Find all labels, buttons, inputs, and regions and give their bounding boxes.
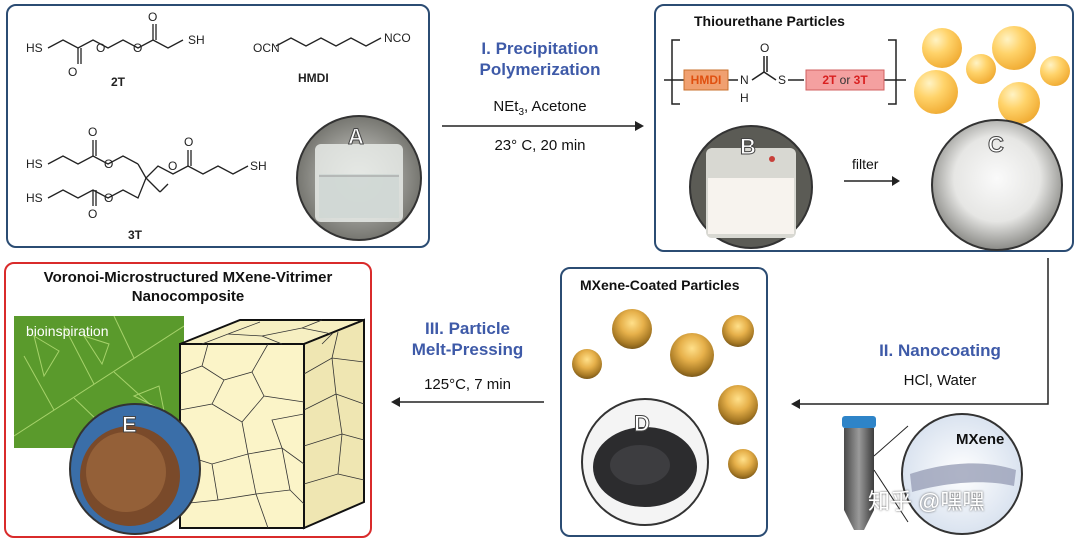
svg-text:O: O — [760, 41, 769, 55]
particle-sphere — [914, 70, 958, 114]
svg-text:OCN: OCN — [253, 41, 280, 55]
step3-title-line1: III. Particle — [424, 319, 511, 338]
svg-text:HS: HS — [26, 157, 43, 171]
step1-title-line2: Polymerization — [479, 60, 601, 79]
composite-panel: Voronoi-Microstructured MXene-Vitrimer N… — [4, 262, 372, 538]
svg-text:O: O — [88, 207, 97, 221]
thiourethane-title: Thiourethane Particles — [694, 13, 845, 29]
photo-b-label: B — [740, 134, 756, 159]
step1-title: I. Precipitation Polymerization — [440, 38, 640, 80]
svg-text:HS: HS — [26, 41, 43, 55]
svg-text:O: O — [184, 135, 193, 149]
hmdi-box-label: HMDI — [691, 73, 722, 87]
particle-sphere — [998, 82, 1040, 124]
step1-reagent-main: NEt — [493, 98, 519, 115]
mxene-coated-title: MXene-Coated Particles — [580, 277, 740, 293]
coated-particle-sphere — [722, 315, 754, 347]
step1-arrow — [442, 121, 644, 131]
step3-title: III. Particle Melt-Pressing — [395, 318, 540, 360]
svg-text:O: O — [168, 159, 177, 173]
mxene-tube-illustration: MXene — [842, 413, 1023, 535]
label-hmdi: HMDI — [298, 71, 329, 85]
composite-title-line1: Voronoi-Microstructured MXene-Vitrimer — [43, 269, 333, 286]
svg-text:NCO: NCO — [384, 31, 411, 45]
coated-particle-sphere — [670, 333, 714, 377]
mxene-label: MXene — [956, 431, 1004, 448]
composite-title-line2: Nanocomposite — [131, 288, 245, 305]
step2-title: II. Nanocoating — [879, 341, 1001, 360]
step3-conditions: 125°C, 7 min — [424, 376, 511, 393]
bioinspiration-label: bioinspiration — [26, 323, 109, 339]
svg-text:N: N — [740, 73, 749, 87]
step3-title-line2: Melt-Pressing — [411, 340, 524, 359]
svg-text:O: O — [68, 65, 77, 79]
step2-conditions: HCl, Water — [903, 372, 977, 389]
svg-text:H: H — [740, 91, 749, 105]
step1-reagent-sub: 3 — [518, 107, 524, 118]
step1-reagent-rest: , Acetone — [524, 98, 587, 115]
svg-text:HS: HS — [26, 191, 43, 205]
filter-arrow — [844, 176, 900, 186]
photo-c-label: C — [988, 132, 1004, 157]
label-3t: 3T — [128, 228, 143, 242]
photo-d-label: D — [634, 411, 650, 436]
step1-title-line1: I. Precipitation — [481, 39, 599, 58]
filter-label: filter — [852, 156, 879, 172]
svg-text:O: O — [133, 41, 142, 55]
coated-particle-sphere — [612, 309, 652, 349]
watermark: 知乎 @嘿嘿 — [868, 489, 985, 514]
svg-text:SH: SH — [188, 33, 205, 47]
svg-text:S: S — [778, 73, 786, 87]
photo-d-powder: D — [581, 398, 709, 526]
svg-text:O: O — [96, 41, 105, 55]
label-2t: 2T — [111, 75, 126, 89]
thiourethane-panel: Thiourethane Particles HMDI N H O S 2T o… — [654, 4, 1074, 252]
photo-a-label: A — [348, 124, 364, 149]
particle-sphere — [992, 26, 1036, 70]
particle-sphere — [922, 28, 962, 68]
photo-a-vial: A — [296, 115, 422, 241]
svg-text:SH: SH — [250, 159, 267, 173]
step2-arrow — [791, 258, 1049, 409]
particle-sphere — [966, 54, 996, 84]
particle-sphere — [1040, 56, 1070, 86]
voronoi-cube — [179, 318, 365, 530]
photo-e-composite: E — [69, 403, 201, 535]
thiourethane-repeat-unit: HMDI N H O S 2T or 3T — [664, 39, 906, 105]
coated-particle-sphere — [572, 349, 602, 379]
t-box-label: 2T or 3T — [822, 73, 868, 87]
monomers-panel: HS O O O O SH OCN NCO HS O O O O SH HS O… — [6, 4, 430, 248]
svg-text:O: O — [88, 125, 97, 139]
step1-conditions: 23° C, 20 min — [494, 137, 586, 154]
svg-text:O: O — [104, 157, 113, 171]
monomer-structures: HS O O O O SH OCN NCO HS O O O O SH HS O… — [26, 10, 411, 242]
composite-title: Voronoi-Microstructured MXene-Vitrimer N… — [6, 268, 370, 306]
photo-e-label: E — [122, 412, 137, 437]
photo-c-powder: C — [931, 119, 1063, 251]
mxene-coated-panel: MXene-Coated Particles D — [560, 267, 768, 537]
coated-particle-sphere — [728, 449, 758, 479]
coated-particle-sphere — [718, 385, 758, 425]
svg-text:O: O — [148, 10, 157, 24]
photo-b-vial: B — [689, 125, 813, 249]
step1-reagents: NEt3, Acetone — [440, 98, 640, 118]
svg-text:O: O — [104, 191, 113, 205]
step3-arrow — [391, 397, 544, 407]
